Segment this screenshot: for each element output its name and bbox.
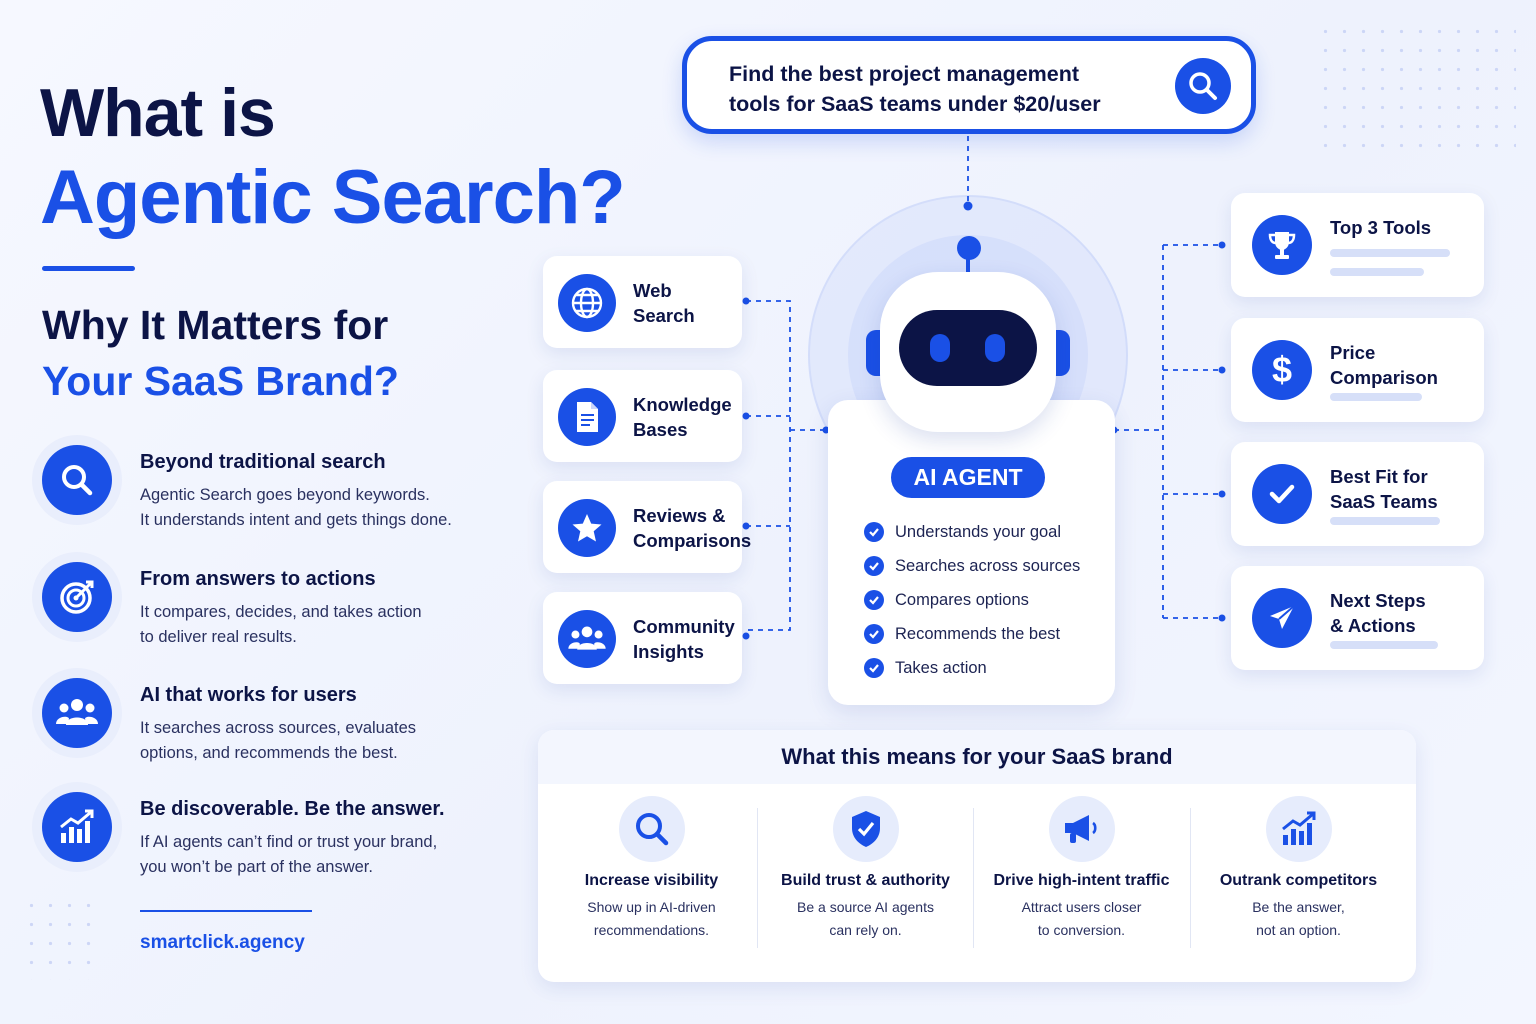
- feature-title: From answers to actions: [140, 568, 376, 590]
- robot-antenna: [966, 258, 970, 274]
- robot-eye-left: [930, 334, 950, 362]
- feature-description: If AI agents can’t find or trust your br…: [140, 833, 438, 876]
- feature-title: Be discoverable. Be the answer.: [140, 798, 445, 820]
- checkmark-icon: [864, 556, 884, 576]
- megaphone-icon: [1048, 796, 1115, 862]
- agent-step: Compares options: [864, 588, 1029, 612]
- ai-agent-card: [828, 400, 1115, 705]
- search-button[interactable]: [1175, 58, 1231, 114]
- globe-icon: [558, 274, 616, 332]
- result-card-next-steps: Next Steps& Actions: [1231, 566, 1484, 670]
- document-icon: [558, 388, 616, 446]
- benefit-item: Outrank competitors Be the answer,not an…: [1190, 796, 1407, 942]
- shield-icon: [832, 796, 899, 862]
- footer-divider: [140, 910, 312, 912]
- title-divider: [42, 266, 135, 271]
- feature-title: AI that works for users: [140, 684, 357, 706]
- users-icon: [42, 678, 112, 748]
- target-icon: [42, 562, 112, 632]
- growth-chart-icon: [42, 792, 112, 862]
- ai-agent-badge: AI AGENT: [891, 457, 1045, 498]
- source-card-reviews-comparisons: Reviews &Comparisons: [543, 481, 751, 573]
- agent-step: Takes action: [864, 656, 987, 680]
- result-label: Next Steps& Actions: [1330, 590, 1426, 636]
- brand-impact-panel: What this means for your SaaS brand: [538, 730, 1416, 982]
- benefit-divider: [1190, 808, 1191, 948]
- trophy-icon: [1252, 215, 1312, 275]
- page-title-line2: Agentic Search?: [40, 155, 626, 240]
- search-icon: [42, 445, 112, 515]
- feature-item: From answers to actions It compares, dec…: [32, 552, 502, 652]
- robot-visor: [899, 310, 1037, 386]
- search-icon: [618, 796, 685, 862]
- placeholder-line: [1330, 393, 1422, 401]
- placeholder-line: [1330, 641, 1438, 649]
- feature-item: Be discoverable. Be the answer. If AI ag…: [32, 782, 502, 882]
- dot-pattern-bottom-left: [22, 896, 104, 980]
- feature-item: AI that works for users It searches acro…: [32, 668, 502, 768]
- checkmark-icon: [864, 624, 884, 644]
- feature-title: Beyond traditional search: [140, 451, 386, 473]
- footer-website-link[interactable]: smartclick.agency: [140, 932, 305, 953]
- robot-eye-right: [985, 334, 1005, 362]
- checkmark-icon: [864, 522, 884, 542]
- agent-step: Searches across sources: [864, 554, 1080, 578]
- growth-chart-icon: [1265, 796, 1332, 862]
- benefit-divider: [757, 808, 758, 948]
- subtitle-line1: Why It Matters for: [42, 302, 389, 348]
- dollar-icon: $: [1252, 340, 1312, 400]
- checkmark-icon: [864, 658, 884, 678]
- page-title-line1: What is: [40, 75, 276, 151]
- result-card-top-tools: Top 3 Tools: [1231, 193, 1484, 297]
- checkmark-icon: [1252, 464, 1312, 524]
- result-label: Top 3 Tools: [1330, 217, 1432, 238]
- send-icon: [1252, 588, 1312, 648]
- dot-pattern-top-right: [1316, 22, 1516, 152]
- agent-step: Recommends the best: [864, 622, 1060, 646]
- search-icon: [1189, 72, 1217, 100]
- subtitle-line2: Your SaaS Brand?: [42, 358, 399, 404]
- star-icon: [558, 499, 616, 557]
- placeholder-line: [1330, 517, 1440, 525]
- benefit-item: Increase visibility Show up in AI-driven…: [543, 796, 760, 942]
- checkmark-icon: [864, 590, 884, 610]
- placeholder-line: [1330, 249, 1450, 257]
- benefit-item: Drive high-intent traffic Attract users …: [973, 796, 1190, 942]
- robot-antenna-tip: [957, 236, 981, 260]
- source-label: Reviews &Comparisons: [633, 505, 752, 551]
- feature-item: Beyond traditional search Agentic Search…: [32, 435, 502, 535]
- benefit-divider: [973, 808, 974, 948]
- benefit-item: Build trust & authority Be a source AI a…: [757, 796, 974, 942]
- brand-impact-heading: What this means for your SaaS brand: [538, 730, 1416, 784]
- placeholder-line: [1330, 268, 1424, 276]
- community-icon: [558, 610, 616, 668]
- feature-description: Agentic Search goes beyond keywords.It u…: [140, 486, 452, 529]
- agent-step: Understands your goal: [864, 520, 1061, 544]
